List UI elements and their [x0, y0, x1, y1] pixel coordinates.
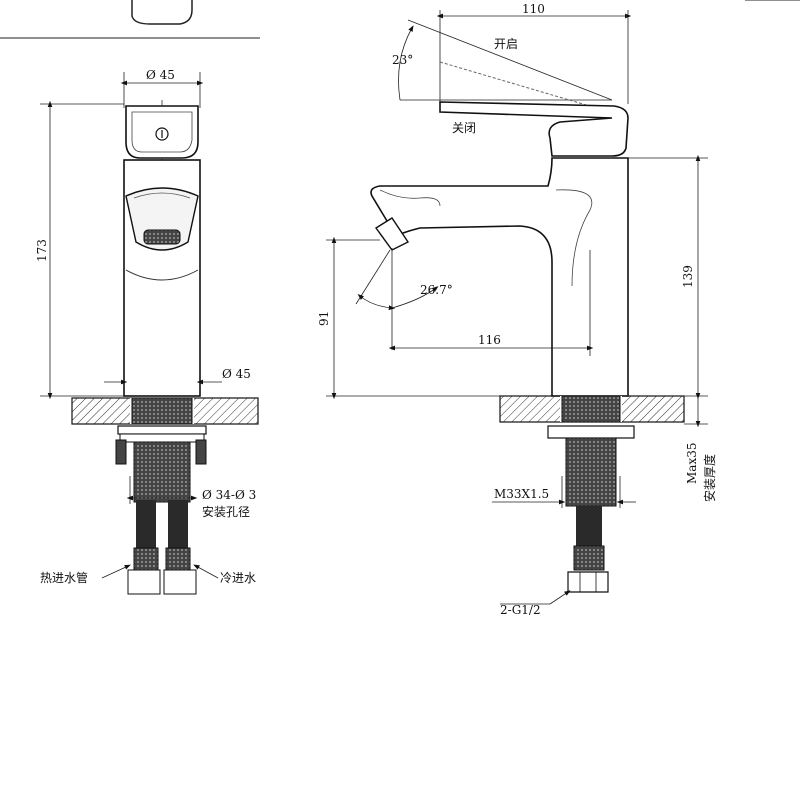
- hex-connector: [567, 571, 609, 593]
- top-diameter-dimension: Ø 45: [120, 68, 204, 108]
- connector-label: 2-G1/2: [500, 603, 541, 617]
- hole-diameter-label: Ø 34-Ø 3: [202, 488, 256, 502]
- cold-inlet-callout: 冷进水: [193, 564, 256, 585]
- hot-hose: [136, 500, 156, 550]
- spout-reach-dimension: 116: [388, 250, 594, 356]
- base-diameter-dimension: Ø 45: [104, 367, 251, 385]
- aerator: [143, 229, 181, 245]
- closed-label: 关闭: [452, 121, 476, 135]
- handle-angle-label: 23°: [392, 53, 413, 67]
- thickness-dimension: Max35 安装厚度: [684, 396, 717, 502]
- spout-height-label: 91: [317, 311, 331, 326]
- spout-angle-label: 26.7°: [420, 283, 453, 297]
- thickness-caption: 安装厚度: [702, 454, 717, 502]
- side-body: [370, 157, 629, 397]
- top-diameter-label: Ø 45: [146, 68, 175, 82]
- base-diameter-label: Ø 45: [222, 367, 251, 381]
- spout-height-dimension: 91: [317, 236, 552, 400]
- handle-length-label: 110: [522, 2, 545, 16]
- hot-inlet-callout: 热进水管: [40, 564, 131, 585]
- connector-callout: 2-G1/2: [500, 590, 571, 617]
- cold-hose: [168, 500, 188, 550]
- cold-inlet-label: 冷进水: [220, 571, 256, 585]
- handle-angle-dimension: 23°: [392, 19, 613, 101]
- height-label: 173: [35, 239, 49, 262]
- body-height-label: 139: [681, 265, 695, 288]
- thread-dimension: M33X1.5: [492, 476, 636, 508]
- top-fragment: [0, 0, 800, 39]
- hole-diameter-dimension: Ø 34-Ø 3 安装孔径: [126, 476, 256, 519]
- side-hose: [576, 506, 602, 548]
- height-dimension: 173: [35, 100, 124, 400]
- front-view: Ø 45 173 Ø 45: [35, 68, 259, 595]
- side-aerator: [374, 217, 410, 251]
- handle-length-dimension: 110: [436, 2, 632, 104]
- hole-caption: 安装孔径: [202, 504, 250, 519]
- open-label: 开启: [494, 37, 518, 51]
- body-height-dimension: 139: [628, 154, 708, 400]
- closed-handle: [439, 101, 629, 157]
- spout-angle-dimension: 26.7°: [355, 248, 453, 350]
- hot-inlet-label: 热进水管: [40, 570, 88, 585]
- spout-reach-label: 116: [478, 333, 501, 347]
- thread-label: M33X1.5: [494, 487, 549, 501]
- max-thickness-label: Max35: [685, 443, 699, 484]
- side-view: 110 23° 开启 关闭 26.7°: [317, 2, 717, 617]
